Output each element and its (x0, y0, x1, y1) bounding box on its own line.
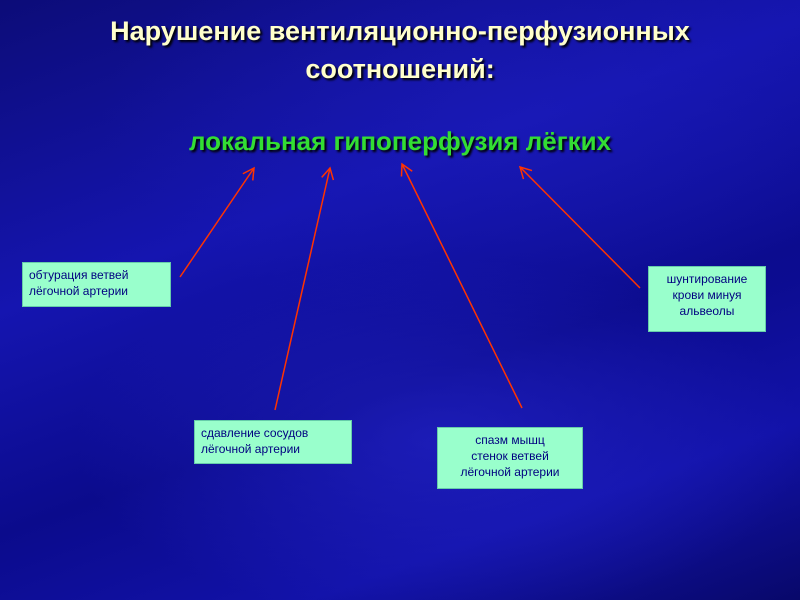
cause-text-line: лёгочной артерии (460, 465, 560, 479)
cause-text-line: спазм мышц (475, 433, 545, 447)
slide-title: Нарушение вентиляционно-перфузионных соо… (0, 12, 800, 88)
title-line-2: соотношений: (305, 54, 495, 84)
cause-text-line: сдавление сосудов (201, 426, 309, 440)
arrow-compression (274, 166, 335, 411)
cause-text-line: обтурация ветвей (29, 268, 129, 282)
cause-text-line: альвеолы (679, 304, 735, 318)
cause-text-line: лёгочной артерии (201, 442, 300, 456)
arrow-obturation (179, 166, 255, 278)
cause-text-line: лёгочной артерии (29, 284, 128, 298)
cause-box-obturation: обтурация ветвей лёгочной артерии (22, 262, 171, 307)
cause-box-compression: сдавление сосудов лёгочной артерии (194, 420, 352, 464)
title-line-1: Нарушение вентиляционно-перфузионных (110, 16, 690, 46)
arrow-spasm (400, 162, 523, 409)
cause-text-line: крови минуя (672, 288, 742, 302)
cause-text-line: стенок ветвей (471, 449, 549, 463)
diagram-central-concept: локальная гипоперфузия лёгких (188, 126, 612, 156)
arrow-shunting (518, 165, 641, 289)
cause-text-line: шунтирование (666, 272, 748, 286)
cause-box-spasm: спазм мышц стенок ветвей лёгочной артери… (437, 427, 583, 489)
cause-box-shunting: шунтирование крови минуя альвеолы (648, 266, 766, 332)
